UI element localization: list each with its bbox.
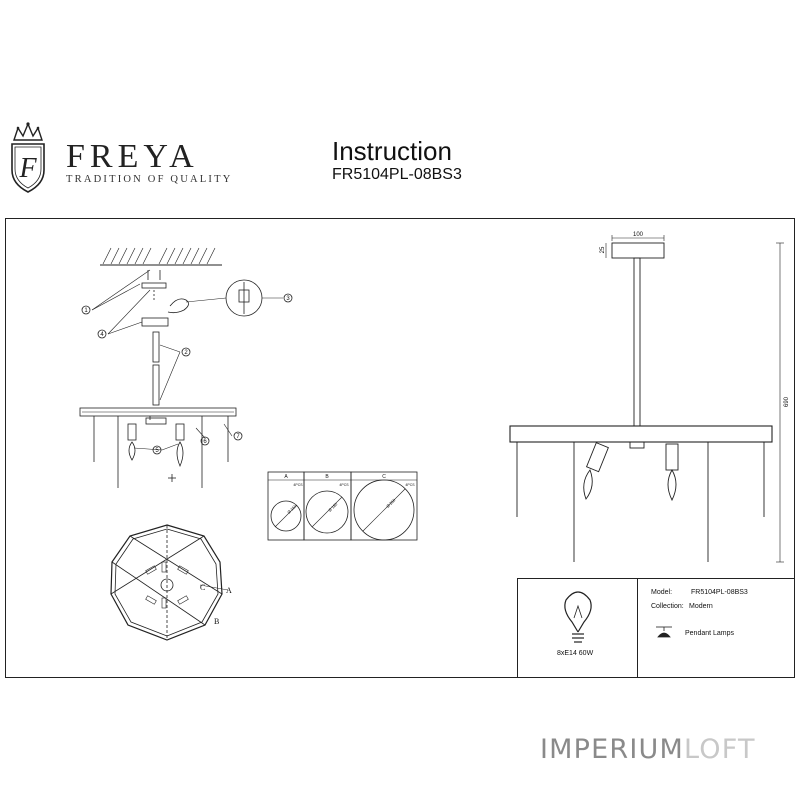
dimension-width: 100 xyxy=(633,232,644,238)
panel-set xyxy=(267,471,418,541)
crown-shield-icon: F xyxy=(11,122,45,193)
callout-3: 3 xyxy=(286,296,290,302)
dimension-height: 690 xyxy=(784,396,790,407)
bulb-icon xyxy=(564,591,592,643)
brand-logo: F xyxy=(8,122,48,194)
callout-5: 5 xyxy=(155,448,159,454)
info-panel xyxy=(517,578,795,678)
watermark-part2: LOFT xyxy=(683,734,756,765)
callout-1: 1 xyxy=(84,308,88,314)
top-view-label-b: B xyxy=(214,617,219,626)
top-view-label-c: C xyxy=(200,583,205,592)
watermark-part1: IMPERIUM xyxy=(540,734,684,765)
document-title: Instruction xyxy=(332,136,452,166)
panel-c-size: Ø 250 xyxy=(385,497,397,509)
panel-c-id: C xyxy=(382,474,386,480)
panel-a-size: Ø 150 xyxy=(286,503,298,515)
watermark: IMPERIUMLOFT xyxy=(540,734,756,765)
callout-7: 7 xyxy=(236,434,240,440)
lamp-type-label: Pendant Lamps xyxy=(685,630,735,637)
elevation-view xyxy=(509,235,784,563)
exploded-assembly xyxy=(79,247,293,488)
elevation-dimensions: 100 25 690 xyxy=(600,232,790,407)
top-view-label-a: A xyxy=(226,586,232,595)
drawing-sheet xyxy=(5,218,795,678)
panel-a-count: 4PCS xyxy=(293,483,303,487)
model-label: Model: xyxy=(651,589,673,596)
info-divider xyxy=(637,578,638,678)
bulb-spec: 8xE14 60W xyxy=(557,650,594,657)
callout-6: 6 xyxy=(203,439,207,445)
panel-a-id: A xyxy=(284,474,288,480)
collection-label: Collection: xyxy=(651,603,684,610)
callout-2: 2 xyxy=(184,350,188,356)
top-view-labels: C A B xyxy=(200,583,232,626)
panel-labels: A 4PCS Ø 150 B 4PCS Ø 180 C 4PCS Ø 250 xyxy=(284,474,415,515)
panel-b-id: B xyxy=(325,474,329,480)
collection-value: Modern xyxy=(689,603,713,610)
panel-b-count: 4PCS xyxy=(339,483,349,487)
model-value: FR5104PL-08BS3 xyxy=(691,589,748,596)
panel-c-count: 4PCS xyxy=(405,483,415,487)
callout-4: 4 xyxy=(100,332,104,338)
top-view xyxy=(110,524,229,641)
assembly-callouts: 1 2 3 4 5 6 7 xyxy=(84,296,290,454)
brand-name: FREYA xyxy=(66,138,199,175)
panel-b-size: Ø 180 xyxy=(327,501,339,513)
pendant-lamp-icon xyxy=(656,626,672,638)
document-model: FR5104PL-08BS3 xyxy=(332,166,462,183)
dimension-top: 25 xyxy=(600,246,606,253)
logo-letter: F xyxy=(18,153,37,184)
brand-tagline: TRADITION OF QUALITY xyxy=(66,174,233,185)
